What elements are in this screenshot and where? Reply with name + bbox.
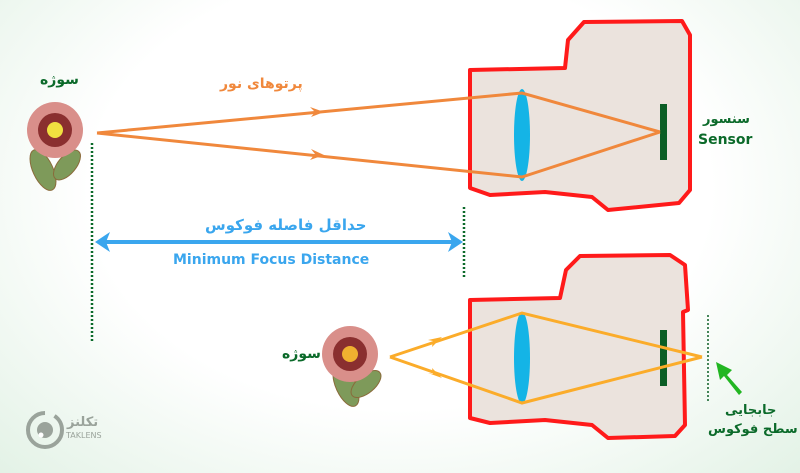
ray-arrow-icon <box>428 368 442 378</box>
focus-shift-label-2: سطح فوکوس <box>708 422 798 437</box>
light-ray-lower <box>96 130 661 179</box>
mfd-label-en: Minimum Focus Distance <box>173 252 370 268</box>
logo-icon <box>26 411 64 449</box>
logo-text-fa: تکلنز <box>67 415 99 430</box>
arrow-right-icon <box>448 232 463 252</box>
subject-label-top: سوژه <box>40 72 79 88</box>
subject-label-bottom: سوژه <box>282 346 321 362</box>
flower-icon <box>27 102 83 191</box>
sensor-label-en: Sensor <box>698 132 753 148</box>
lens-top <box>514 89 530 181</box>
mfd-label-fa: حداقل فاصله فوکوس <box>205 216 367 234</box>
sensor-label-fa: سنسور <box>703 112 750 127</box>
flower-icon <box>322 326 382 407</box>
light-rays-label: پرتوهای نور <box>220 76 303 92</box>
arrow-left-icon <box>95 232 110 252</box>
camera-body-top <box>468 19 692 212</box>
light-ray-upper <box>96 91 661 135</box>
logo-text-en: TAKLENS <box>66 431 102 440</box>
ray-arrow-icon <box>310 149 324 160</box>
sensor-bottom <box>660 330 667 386</box>
focus-shift-label-1: جابجایی <box>725 403 777 418</box>
ray-arrow-icon <box>310 107 324 117</box>
ray-arrow-icon <box>428 337 442 347</box>
focus-shift-arrow-icon <box>716 362 742 395</box>
lens-bottom <box>514 312 530 404</box>
sensor-top <box>660 104 667 160</box>
